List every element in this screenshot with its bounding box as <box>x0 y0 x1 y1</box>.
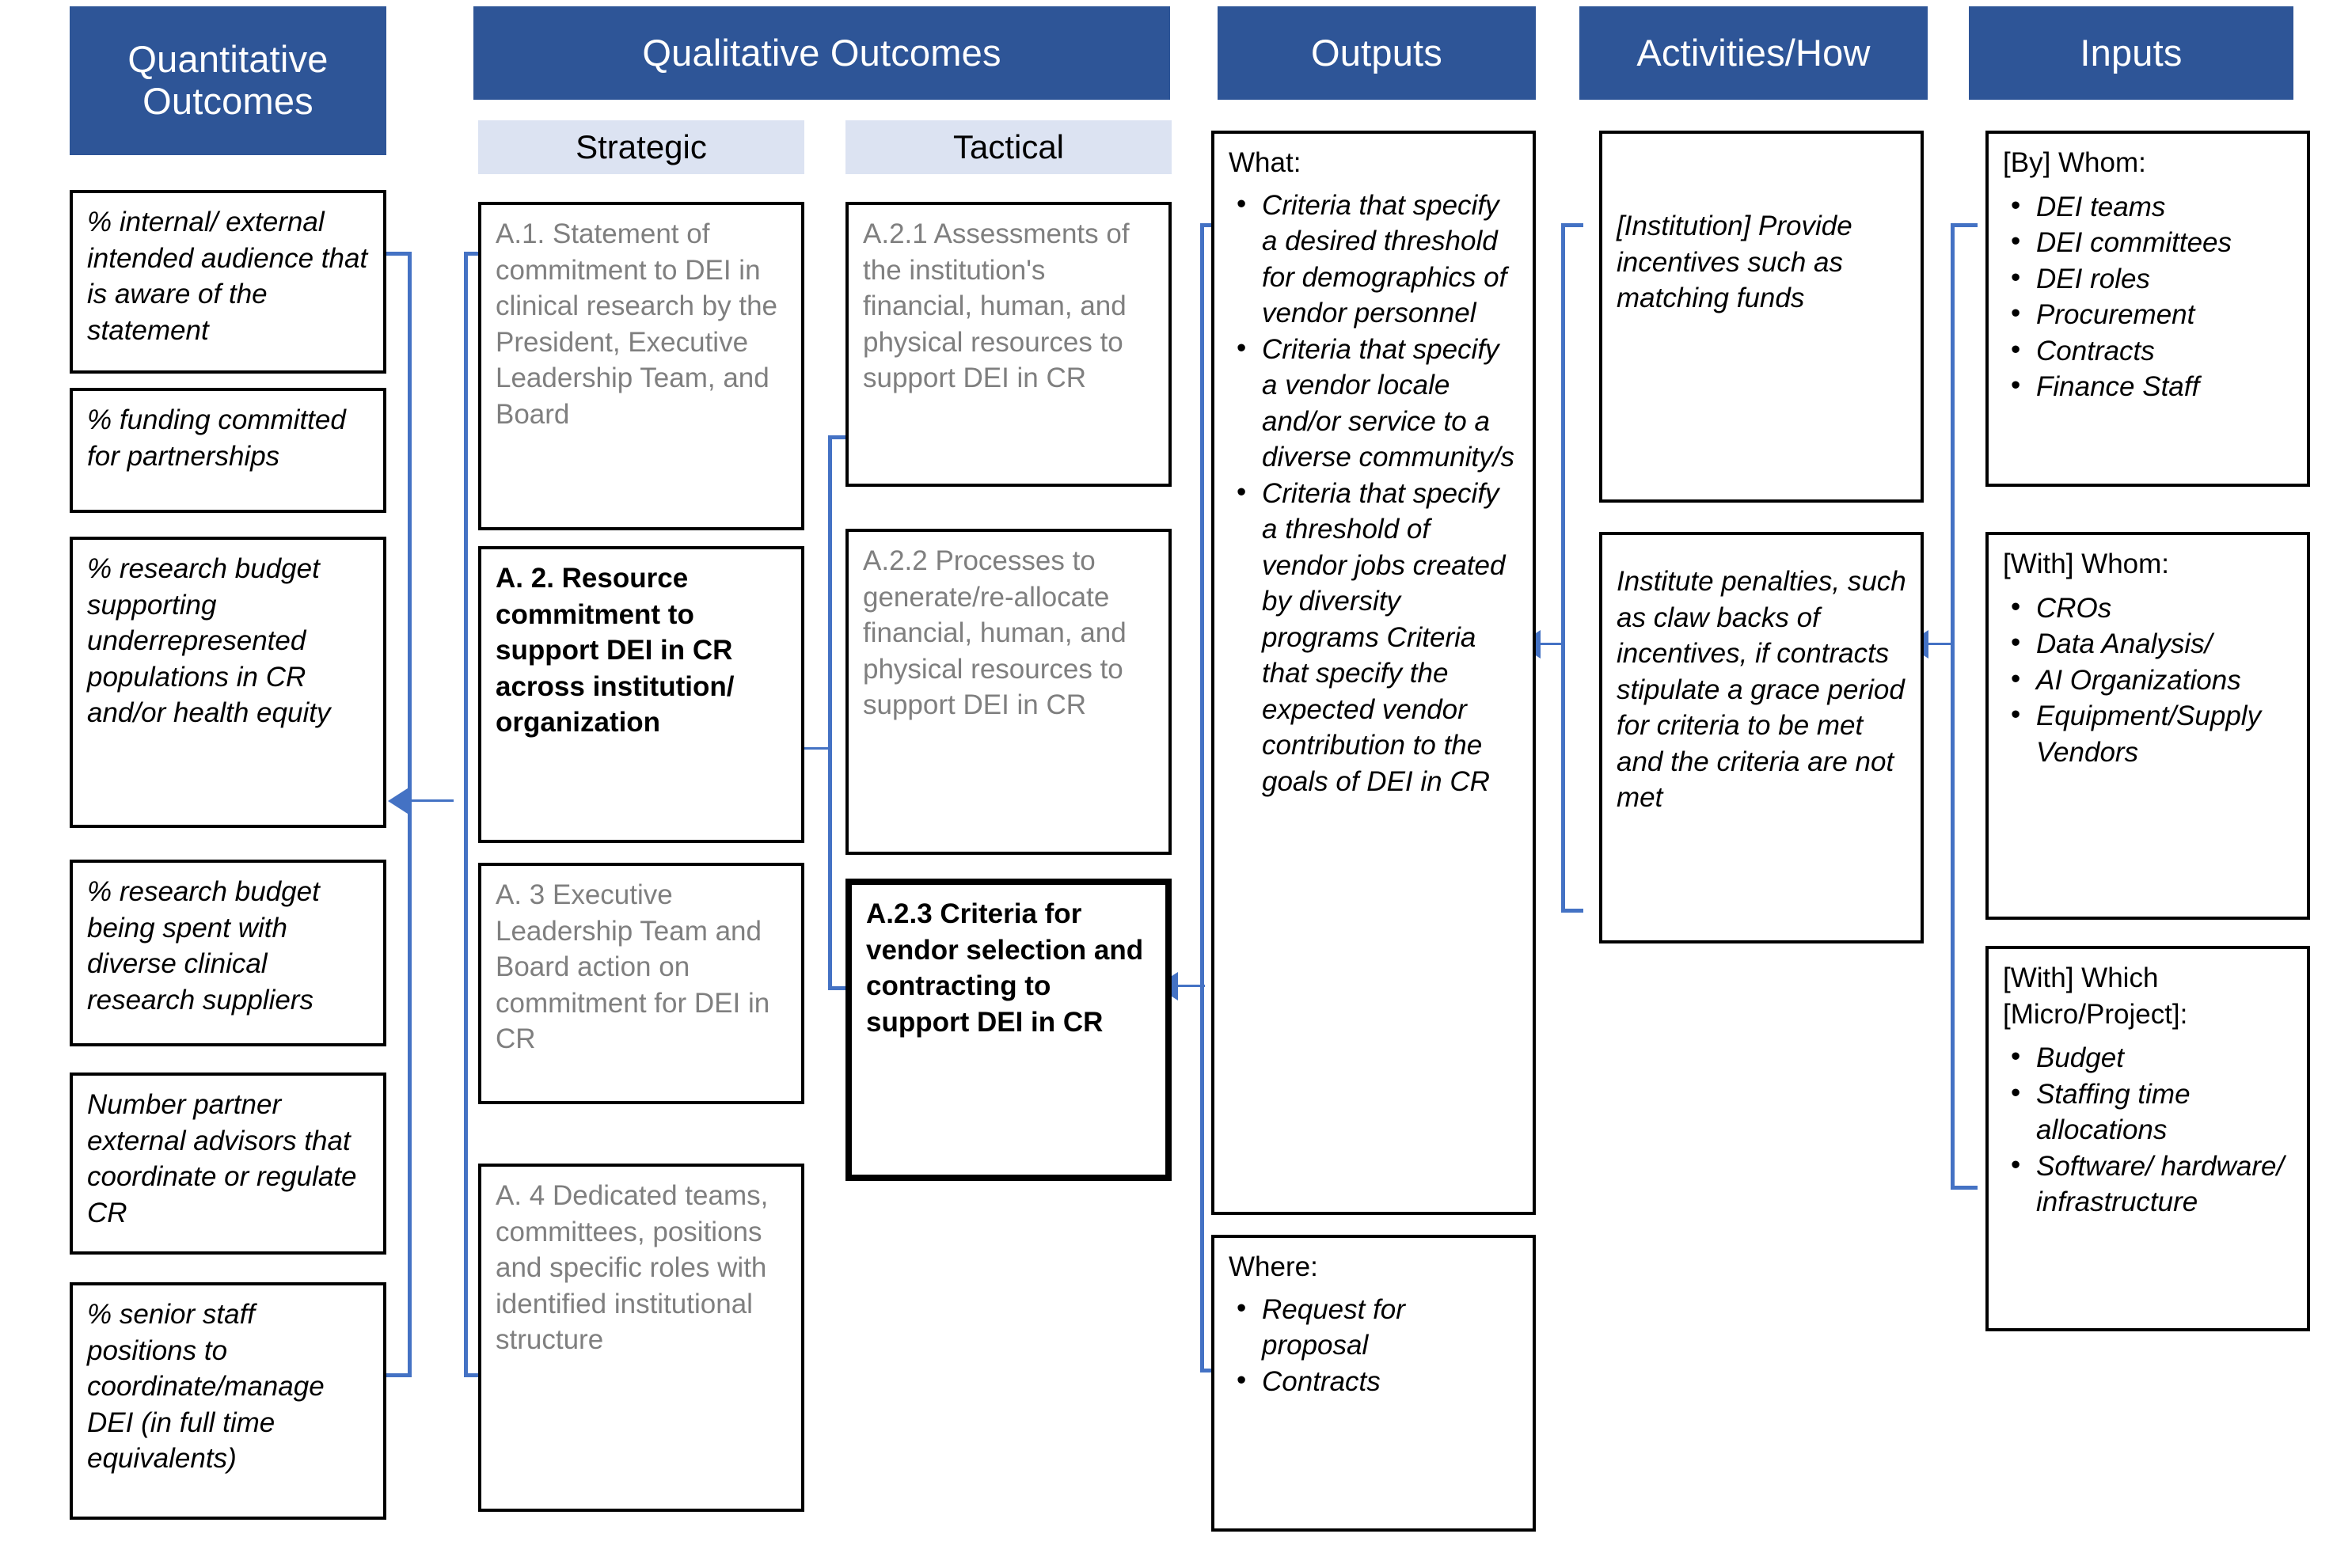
connector-line-tactical-stem <box>800 747 831 750</box>
connector-line-inputs-bottom <box>1951 1186 1978 1190</box>
outputs-what-label: What: <box>1229 147 1301 178</box>
list-item: DEI committees <box>2003 223 2293 261</box>
connector-line-outputs-stem <box>1178 985 1205 987</box>
list-item: Equipment/Supply Vendors <box>2003 697 2293 770</box>
quantitative-box-text: % internal/ external intended audience t… <box>87 207 368 346</box>
inputs-with-whom-box[interactable]: [With] Whom: CROs Data Analysis/ AI Orga… <box>1985 532 2310 920</box>
quantitative-box[interactable]: % senior staff positions to coordinate/m… <box>70 1282 386 1520</box>
quantitative-box-text: Number partner external advisors that co… <box>87 1089 357 1228</box>
strategic-box-a4[interactable]: A. 4 Dedicated teams, committees, positi… <box>478 1164 804 1512</box>
strategic-box-a3-text: A. 3 Executive Leadership Team and Board… <box>496 879 770 1054</box>
column-header-outputs-label: Outputs <box>1311 31 1442 74</box>
quantitative-box[interactable]: % research budget being spent with diver… <box>70 860 386 1046</box>
subheader-tactical-label: Tactical <box>952 127 1065 165</box>
inputs-by-whom-label: [By] Whom: <box>2003 147 2146 178</box>
inputs-with-whom-list: CROs Data Analysis/ AI Organizations Equ… <box>2003 589 2293 771</box>
list-item: Staffing time allocations <box>2003 1075 2293 1148</box>
list-item: DEI roles <box>2003 260 2293 298</box>
outputs-what-list: Criteria that specify a desired threshol… <box>1229 186 1518 800</box>
activities-box-incentives[interactable]: [Institution] Provide incentives such as… <box>1599 131 1924 503</box>
inputs-by-whom-list: DEI teams DEI committees DEI roles Procu… <box>2003 188 2293 405</box>
strategic-box-a3[interactable]: A. 3 Executive Leadership Team and Board… <box>478 863 804 1104</box>
activities-box-incentives-text: [Institution] Provide incentives such as… <box>1617 211 1852 313</box>
list-item: Contracts <box>1229 1362 1518 1400</box>
column-header-outputs: Outputs <box>1218 6 1536 100</box>
inputs-by-whom-box[interactable]: [By] Whom: DEI teams DEI committees DEI … <box>1985 131 2310 487</box>
subheader-tactical: Tactical <box>845 120 1172 174</box>
list-item: Budget <box>2003 1038 2293 1076</box>
list-item: Software/ hardware/ infrastructure <box>2003 1147 2293 1221</box>
column-header-qualitative: Qualitative Outcomes <box>473 6 1170 100</box>
quantitative-box[interactable]: % funding committed for partnerships <box>70 388 386 513</box>
list-item: Data Analysis/ <box>2003 625 2293 663</box>
inputs-with-which-box[interactable]: [With] Which [Micro/Project]: Budget Sta… <box>1985 946 2310 1331</box>
subheader-strategic: Strategic <box>478 120 804 174</box>
column-header-activities: Activities/How <box>1579 6 1928 100</box>
quantitative-box[interactable]: % internal/ external intended audience t… <box>70 190 386 374</box>
outputs-where-label: Where: <box>1229 1251 1318 1282</box>
list-item: Contracts <box>2003 332 2293 370</box>
connector-line-quant-stem <box>408 799 454 802</box>
quantitative-box-text: % research budget supporting underrepres… <box>87 553 331 728</box>
connector-arrow-to-quantitative <box>388 787 410 815</box>
column-header-activities-label: Activities/How <box>1636 31 1871 74</box>
column-header-qualitative-label: Qualitative Outcomes <box>642 31 1001 74</box>
connector-line-activities-top <box>1561 223 1583 227</box>
activities-box-penalties[interactable]: Institute penalties, such as claw backs … <box>1599 532 1924 943</box>
connector-line-inputs-top <box>1951 223 1978 227</box>
subheader-strategic-label: Strategic <box>576 127 707 165</box>
list-item: Procurement <box>2003 295 2293 333</box>
list-item: DEI teams <box>2003 188 2293 226</box>
tactical-box-a21-text: A.2.1 Assessments of the institution's f… <box>863 218 1130 393</box>
connector-line-activities-bottom <box>1561 909 1583 913</box>
tactical-box-a23-text: A.2.3 Criteria for vendor selection and … <box>866 898 1144 1038</box>
quantitative-box[interactable]: % research budget supporting underrepres… <box>70 537 386 828</box>
connector-line-tactical-top <box>828 435 855 439</box>
connector-line-inputs-stem <box>1928 643 1954 645</box>
list-item: Criteria that specify a vendor locale an… <box>1229 330 1518 476</box>
tactical-box-a21[interactable]: A.2.1 Assessments of the institution's f… <box>845 202 1172 487</box>
column-header-quantitative-label: Quantitative Outcomes <box>127 38 329 122</box>
list-item: Criteria that specify a desired threshol… <box>1229 186 1518 332</box>
connector-line-strategic-bracket <box>464 252 468 1377</box>
strategic-box-a2-text: A. 2. Resource commitment to support DEI… <box>496 563 735 738</box>
quantitative-box-text: % research budget being spent with diver… <box>87 876 320 1016</box>
outputs-where-list: Request for proposal Contracts <box>1229 1290 1518 1400</box>
connector-line-activities-bracket <box>1561 223 1565 912</box>
connector-line-tactical-bottom <box>828 986 855 990</box>
tactical-box-a23[interactable]: A.2.3 Criteria for vendor selection and … <box>845 879 1172 1181</box>
inputs-with-which-label: [With] Which [Micro/Project]: <box>2003 962 2188 1030</box>
column-header-quantitative: Quantitative Outcomes <box>70 6 386 155</box>
column-header-inputs-label: Inputs <box>2080 31 2183 74</box>
connector-line-activities-stem <box>1541 643 1564 645</box>
list-item: CROs <box>2003 589 2293 627</box>
connector-line-inputs-bracket <box>1951 223 1955 1189</box>
tactical-box-a22-text: A.2.2 Processes to generate/re-allocate … <box>863 545 1127 720</box>
outputs-where-box[interactable]: Where: Request for proposal Contracts <box>1211 1235 1536 1532</box>
quantitative-box-text: % funding committed for partnerships <box>87 404 346 472</box>
inputs-with-whom-label: [With] Whom: <box>2003 549 2170 579</box>
quantitative-box[interactable]: Number partner external advisors that co… <box>70 1073 386 1255</box>
quantitative-box-text: % senior staff positions to coordinate/m… <box>87 1299 325 1474</box>
connector-line-tactical-bracket <box>828 435 832 989</box>
strategic-box-a1[interactable]: A.1. Statement of commitment to DEI in c… <box>478 202 804 530</box>
outputs-what-box[interactable]: What: Criteria that specify a desired th… <box>1211 131 1536 1215</box>
strategic-box-a1-text: A.1. Statement of commitment to DEI in c… <box>496 218 777 430</box>
connector-line-outputs-bracket <box>1200 223 1204 1371</box>
list-item: Criteria that specify a threshold of ven… <box>1229 474 1518 800</box>
inputs-with-which-list: Budget Staffing time allocations Softwar… <box>2003 1038 2293 1221</box>
strategic-box-a2[interactable]: A. 2. Resource commitment to support DEI… <box>478 546 804 843</box>
list-item: Finance Staff <box>2003 367 2293 405</box>
list-item: AI Organizations <box>2003 661 2293 699</box>
column-header-inputs: Inputs <box>1969 6 2293 100</box>
tactical-box-a22[interactable]: A.2.2 Processes to generate/re-allocate … <box>845 529 1172 855</box>
list-item: Request for proposal <box>1229 1290 1518 1364</box>
strategic-box-a4-text: A. 4 Dedicated teams, committees, positi… <box>496 1180 769 1355</box>
activities-box-penalties-text: Institute penalties, such as claw backs … <box>1617 566 1906 813</box>
